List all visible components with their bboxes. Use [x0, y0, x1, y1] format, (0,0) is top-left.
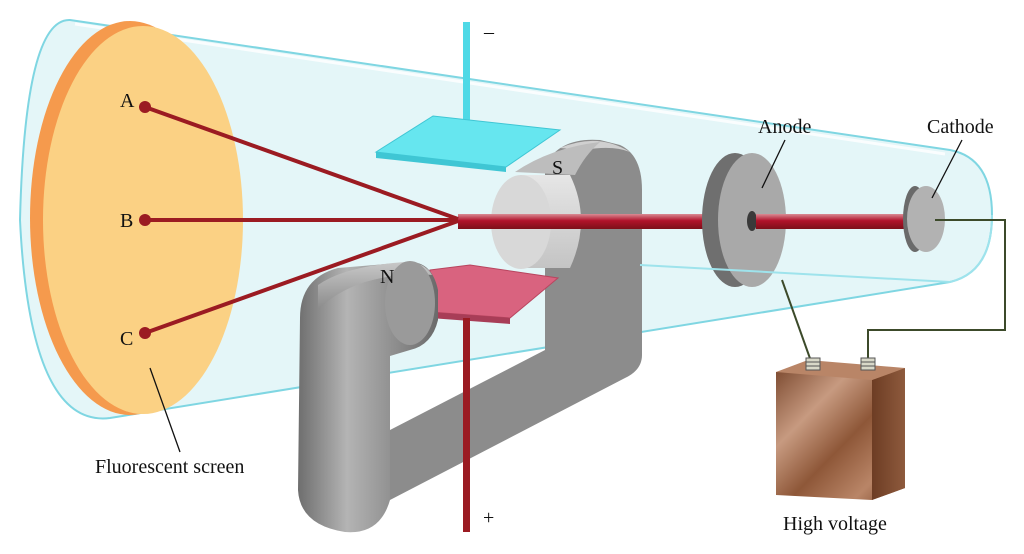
circuit-wires — [781, 219, 1006, 365]
battery-terminal-right — [860, 357, 876, 371]
anode — [702, 153, 786, 287]
battery-terminal-left — [805, 357, 821, 371]
negative-label: – — [483, 21, 495, 43]
high-voltage-label: High voltage — [783, 513, 887, 535]
point-b-dot — [139, 214, 151, 226]
tube-front-edge — [639, 214, 993, 284]
cathode-label: Cathode — [927, 116, 994, 138]
beam-to-c — [144, 219, 459, 335]
north-pole-label: N — [380, 266, 394, 288]
leader-lines — [149, 139, 963, 453]
beam-anode-to-cathode — [756, 214, 905, 229]
negative-lead — [463, 22, 470, 142]
anode-label: Anode — [758, 116, 811, 138]
north-pole-face — [385, 261, 435, 345]
point-c-dot — [139, 327, 151, 339]
point-a-dot — [139, 101, 151, 113]
beam-to-a — [144, 105, 459, 221]
battery-side — [872, 368, 905, 500]
point-b-label: B — [120, 210, 133, 232]
anode-leader — [761, 139, 786, 189]
cathode-leader — [931, 139, 963, 199]
south-arm-top — [515, 142, 600, 175]
fluorescent-screen-label: Fluorescent screen — [95, 456, 244, 478]
battery-box — [776, 357, 905, 500]
positive-label: + — [483, 507, 494, 529]
cathode-face — [907, 186, 945, 252]
positive-lead — [463, 318, 470, 532]
south-pole-label: S — [552, 157, 563, 179]
cathode-wire — [867, 219, 1006, 364]
negative-plate-edge — [376, 152, 506, 172]
anode-wire — [781, 279, 813, 365]
point-a-label: A — [120, 90, 135, 112]
cathode — [903, 186, 945, 252]
anode-hole — [747, 211, 757, 231]
point-c-label: C — [120, 328, 133, 350]
tube-highlight — [74, 22, 946, 156]
negative-deflection-plate — [374, 22, 562, 172]
screen-leader — [149, 367, 181, 453]
magnet-front — [298, 261, 438, 533]
